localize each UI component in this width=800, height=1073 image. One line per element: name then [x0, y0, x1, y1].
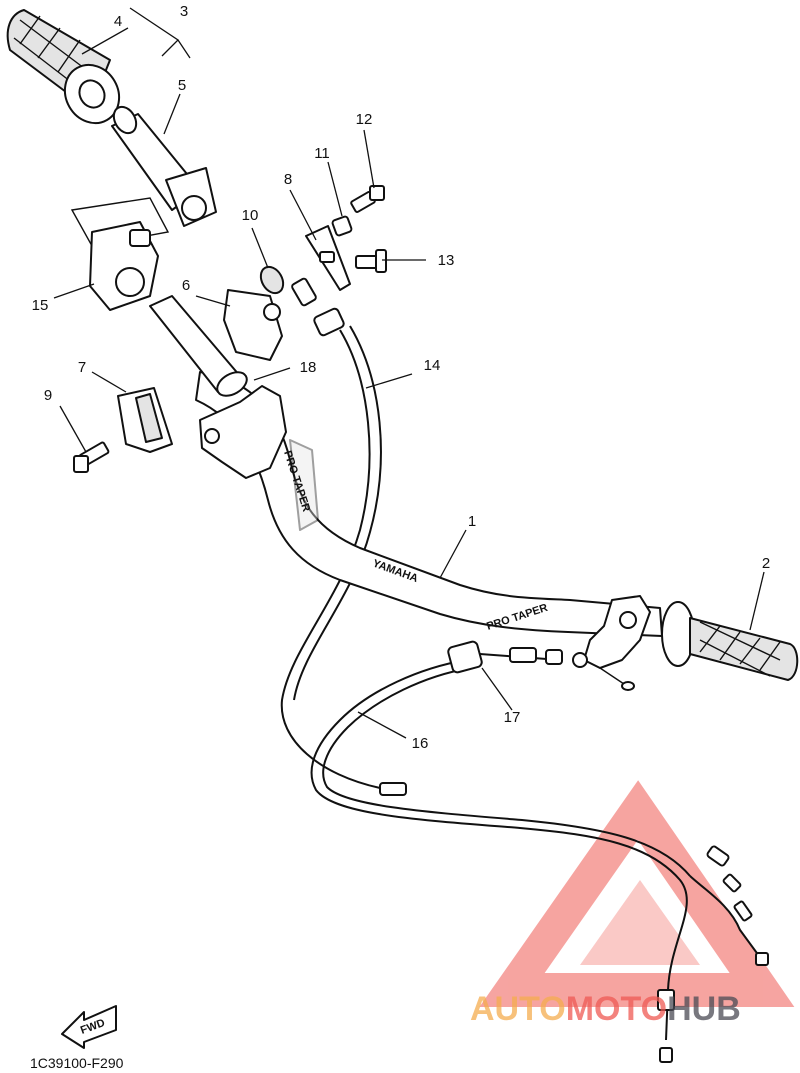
- callout-8: 8: [284, 171, 292, 188]
- callout-3: 3: [180, 3, 188, 20]
- watermark-part-auto: AUTO: [470, 990, 566, 1028]
- callout-17: 17: [504, 709, 521, 726]
- callout-6: 6: [182, 277, 190, 294]
- fwd-arrow-icon: FWD: [61, 1005, 117, 1049]
- callout-9: 9: [44, 387, 52, 404]
- watermark-part-moto: MOTO: [566, 990, 667, 1028]
- callout-4: 4: [114, 13, 122, 30]
- callout-15: 15: [32, 297, 49, 314]
- callout-11: 11: [314, 145, 330, 162]
- callout-12: 12: [356, 111, 373, 128]
- clamp-holder: [149, 289, 283, 397]
- adjuster-spring: [259, 265, 285, 295]
- callout-16: 16: [412, 735, 429, 752]
- left-grip: [6, 9, 121, 125]
- watermark-wordmark: AUTOMOTOHUB: [470, 990, 741, 1028]
- screw-upper: [350, 185, 385, 213]
- callout-5: 5: [178, 77, 186, 94]
- cable-holder: [305, 225, 351, 291]
- lever-holder-right: [583, 595, 651, 691]
- callout-18: 18: [300, 359, 317, 376]
- callout-2: 2: [762, 555, 770, 572]
- lever-bracket: [199, 385, 287, 479]
- callout-10: 10: [242, 207, 259, 224]
- clamp-bolt: [73, 441, 110, 473]
- watermark-part-hub: HUB: [667, 990, 741, 1028]
- throttle-cable: [310, 659, 769, 1063]
- callout-14: 14: [424, 357, 441, 374]
- clutch-cable: [280, 277, 382, 789]
- callout-1: 1: [468, 513, 476, 530]
- watermark-logo: [479, 780, 795, 1007]
- svg-text:AUTOMOTOHUB: AUTOMOTOHUB: [470, 990, 741, 1028]
- screw-lower: [355, 249, 387, 273]
- cable-adjuster: [447, 640, 588, 674]
- callout-13: 13: [438, 252, 455, 269]
- reference-code: 1C39100-F290: [30, 1055, 124, 1071]
- leader-lines: [53, 7, 765, 739]
- cable-bushing: [331, 215, 353, 237]
- throttle-sleeve: [111, 105, 217, 227]
- callout-7: 7: [78, 359, 86, 376]
- throttle-housing: [70, 197, 170, 311]
- handlebar-clamp: [117, 387, 173, 453]
- right-grip: [661, 601, 799, 681]
